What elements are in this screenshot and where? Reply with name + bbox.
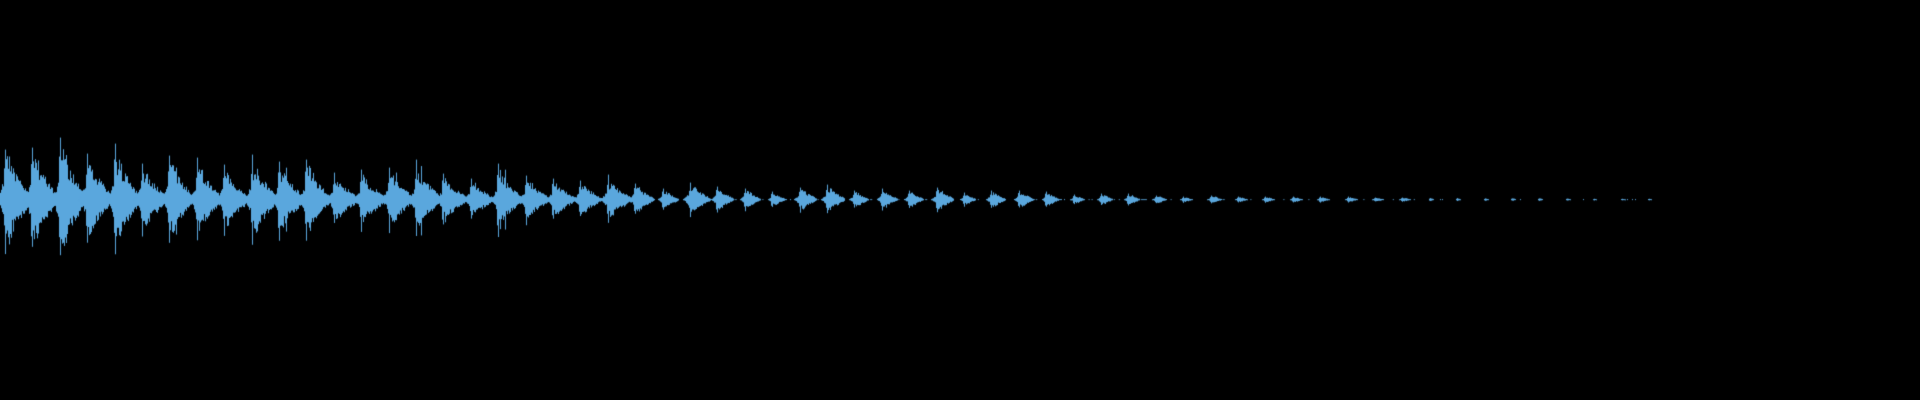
audio-waveform-view: [0, 0, 1920, 400]
waveform-canvas: [0, 0, 1920, 400]
